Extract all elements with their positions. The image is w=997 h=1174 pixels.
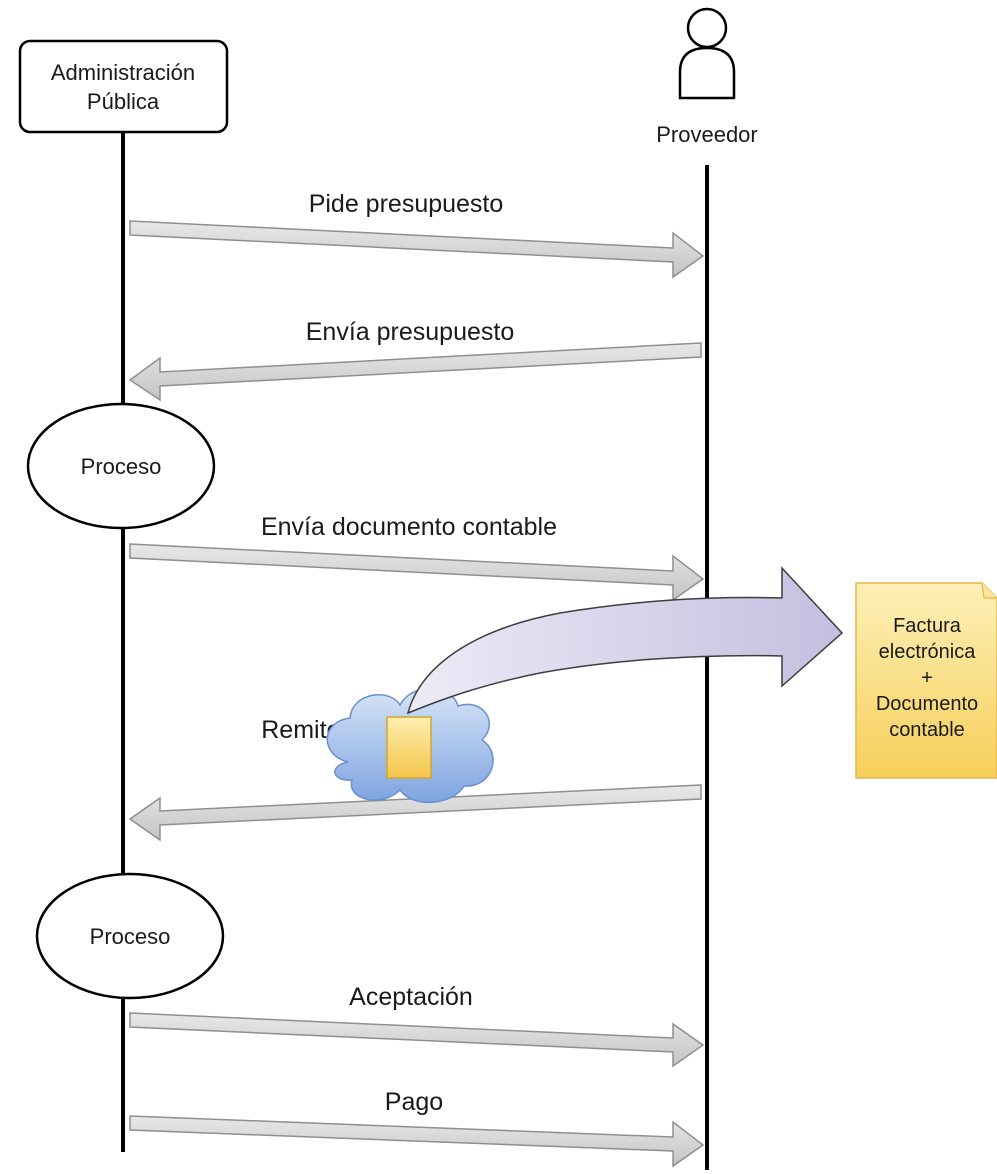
message-envia-documento-contable: Envía documento contable <box>129 513 705 602</box>
admin-actor: Administración Pública <box>18 39 229 134</box>
message-label: Envía documento contable <box>261 513 557 541</box>
process-node: Proceso <box>35 872 225 1000</box>
process-label: Proceso <box>81 454 162 479</box>
arrow-right <box>129 1012 705 1068</box>
message-label: Pago <box>385 1088 443 1116</box>
message-pide-presupuesto: Pide presupuesto <box>129 190 705 279</box>
arrow-left <box>128 342 702 402</box>
note-line1: Factura <box>893 615 962 637</box>
arrow-right <box>129 543 705 602</box>
message-aceptacion: Aceptación <box>129 983 705 1068</box>
arrow-left <box>128 784 702 842</box>
note-line2: electrónica <box>879 641 977 663</box>
message-pago: Pago <box>129 1088 705 1168</box>
process-node: Proceso <box>26 402 216 530</box>
provider-actor: Proveedor <box>656 7 758 147</box>
note-line5: contable <box>889 719 965 741</box>
note-line4: Documento <box>876 693 978 715</box>
arrow-right <box>129 220 705 279</box>
invoice-note: Factura electrónica + Documento contable <box>855 582 997 779</box>
message-label: Pide presupuesto <box>309 190 504 218</box>
message-envia-presupuesto: Envía presupuesto <box>128 318 702 402</box>
curved-arrow <box>406 566 844 715</box>
note-line3: + <box>921 667 933 689</box>
provider-label: Proveedor <box>656 122 758 147</box>
message-label: Aceptación <box>349 983 473 1011</box>
document-icon <box>386 716 432 779</box>
admin-label-line2: Pública <box>87 89 160 114</box>
process-label: Proceso <box>90 924 171 949</box>
person-icon <box>678 7 736 100</box>
arrow-right <box>129 1115 705 1168</box>
admin-label-line1: Administración <box>51 60 195 85</box>
message-label: Envía presupuesto <box>306 318 514 346</box>
